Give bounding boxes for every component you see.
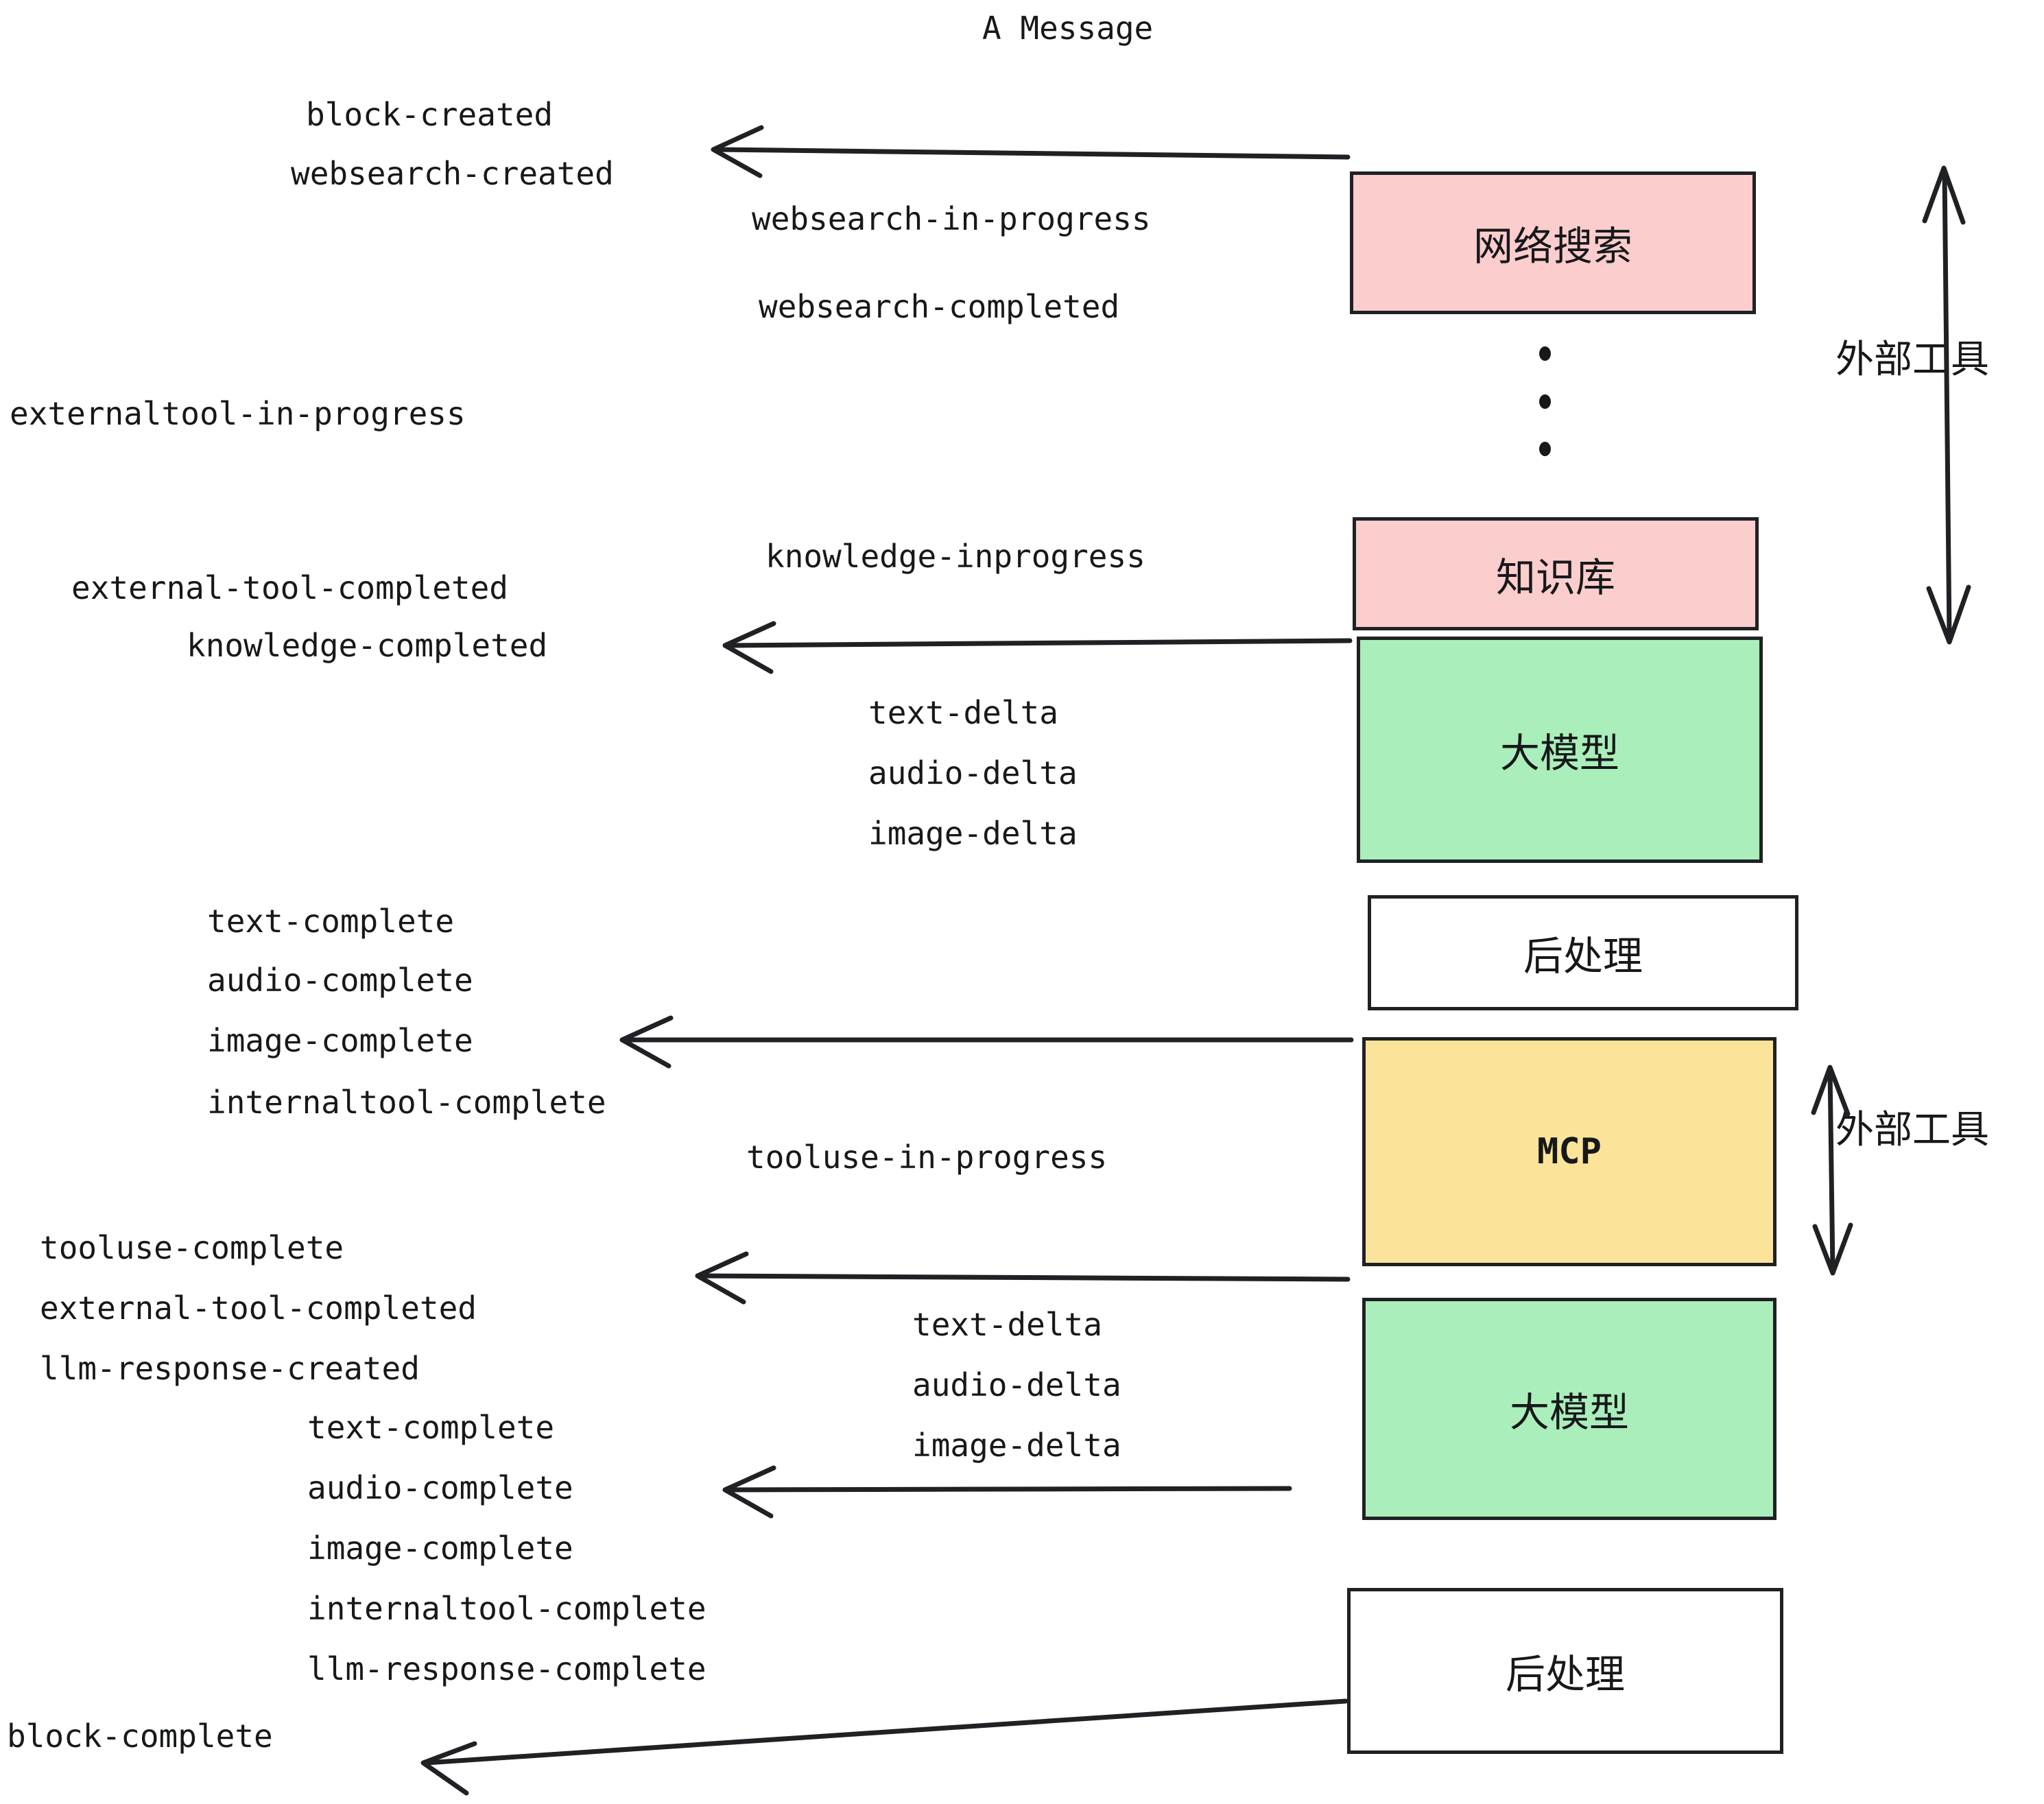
arrow-knowledge-to-completed-line — [726, 638, 1353, 648]
external-tool-top-arrowhead-up — [1922, 165, 1966, 225]
vertical-ellipsis-icon — [1538, 346, 1552, 456]
box-knowledge[interactable]: 知识库 — [1353, 517, 1759, 630]
arrow-postprocess2-to-block-complete-line — [424, 1698, 1348, 1766]
box-llm-2-label: 大模型 — [1509, 1389, 1629, 1436]
external-tool-label-bottom: 外部工具 — [1835, 1108, 1989, 1152]
event-text-delta-2: text-delta — [912, 1306, 1102, 1343]
box-llm-2[interactable]: 大模型 — [1362, 1298, 1776, 1520]
box-postprocess-2[interactable]: 后处理 — [1347, 1588, 1783, 1754]
external-tool-bottom-arrowhead-up — [1811, 1065, 1851, 1117]
event-image-complete-2: image-complete — [307, 1530, 573, 1567]
box-llm-1[interactable]: 大模型 — [1357, 637, 1763, 863]
external-tool-label-top: 外部工具 — [1835, 337, 1989, 382]
event-external-tool-completed-1: external-tool-completed — [71, 569, 508, 606]
event-audio-delta-2: audio-delta — [912, 1366, 1121, 1403]
event-internaltool-complete-1: internaltool-complete — [207, 1084, 606, 1121]
box-llm-1-label: 大模型 — [1499, 730, 1619, 776]
box-postprocess-2-label: 后处理 — [1505, 1651, 1625, 1698]
event-knowledge-completed: knowledge-completed — [187, 627, 548, 664]
event-text-delta-1: text-delta — [868, 694, 1058, 731]
event-image-delta-1: image-delta — [868, 815, 1078, 852]
box-websearch-label: 网络搜索 — [1473, 223, 1632, 270]
event-knowledge-inprogress: knowledge-inprogress — [765, 538, 1145, 575]
event-websearch-created: websearch-created — [291, 155, 614, 192]
box-mcp[interactable]: MCP — [1362, 1037, 1776, 1266]
box-postprocess-1-label: 后处理 — [1523, 933, 1643, 980]
arrow-postprocess2-to-block-complete-head — [420, 1741, 477, 1796]
event-llm-response-complete: llm-response-complete — [307, 1650, 706, 1687]
external-tool-bottom-arrowhead-down — [1812, 1222, 1853, 1276]
event-websearch-in-progress: websearch-in-progress — [752, 200, 1151, 237]
event-external-tool-completed-2: external-tool-completed — [40, 1290, 477, 1327]
event-llm-response-created: llm-response-created — [40, 1350, 420, 1387]
event-tooluse-in-progress: tooluse-in-progress — [746, 1139, 1108, 1176]
box-postprocess-1[interactable]: 后处理 — [1368, 895, 1798, 1010]
box-mcp-label: MCP — [1537, 1131, 1602, 1172]
arrow-mcp-to-tooluse-complete-line — [698, 1273, 1351, 1282]
event-text-complete-1: text-complete — [207, 903, 455, 940]
event-image-delta-2: image-delta — [912, 1427, 1121, 1464]
event-websearch-completed: websearch-completed — [759, 288, 1120, 325]
arrow-websearch-to-created-line — [714, 147, 1351, 160]
arrow-mcp-to-tooluse-complete-head — [695, 1251, 749, 1305]
arrow-websearch-to-created-head — [711, 125, 764, 178]
external-tool-bottom-shaft — [1827, 1067, 1835, 1273]
external-tool-top-arrowhead-down — [1926, 584, 1971, 645]
event-internaltool-complete-2: internaltool-complete — [307, 1590, 706, 1627]
arrow-llm1-to-image-complete-head — [619, 1015, 674, 1069]
event-text-complete-2: text-complete — [307, 1409, 555, 1446]
arrow-llm2-to-audio-complete-head — [722, 1465, 776, 1519]
event-audio-complete-1: audio-complete — [207, 962, 473, 999]
event-audio-complete-2: audio-complete — [307, 1469, 573, 1506]
event-image-complete-1: image-complete — [207, 1022, 473, 1059]
arrow-knowledge-to-completed-head — [722, 621, 776, 674]
event-block-complete: block-complete — [7, 1718, 273, 1755]
external-tool-top-shaft — [1942, 169, 1952, 641]
box-knowledge-label: 知识库 — [1495, 554, 1615, 601]
event-tooluse-complete: tooluse-complete — [40, 1229, 344, 1266]
event-externaltool-in-progress: externaltool-in-progress — [10, 395, 466, 432]
arrow-llm2-to-audio-complete-line — [726, 1486, 1292, 1493]
event-audio-delta-1: audio-delta — [868, 755, 1078, 792]
diagram-title: A Message — [982, 10, 1154, 47]
event-block-created: block-created — [306, 96, 554, 133]
box-websearch[interactable]: 网络搜索 — [1350, 171, 1756, 314]
